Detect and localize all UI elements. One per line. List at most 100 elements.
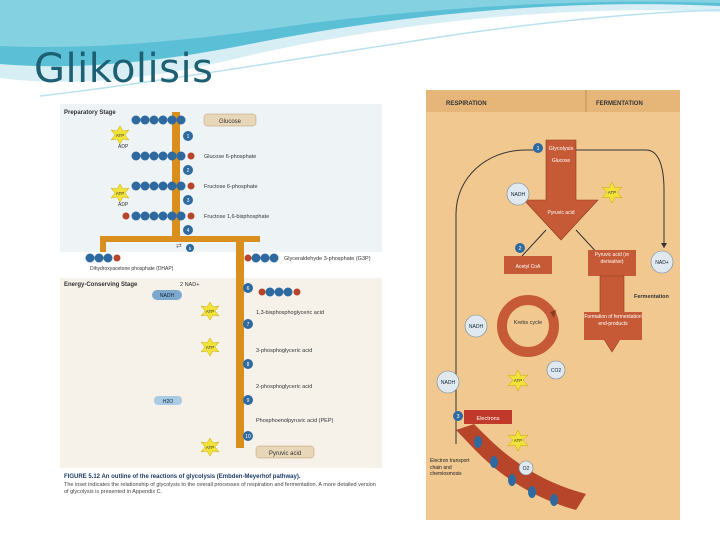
nadh-badge-bottom <box>436 370 460 394</box>
svg-text:1: 1 <box>536 146 539 152</box>
caption-heading: FIGURE 5.12 An outline of the reactions … <box>64 474 301 480</box>
svg-text:2: 2 <box>518 246 521 252</box>
atp-star-bottom: ATP <box>507 429 529 452</box>
energy-band <box>60 278 382 468</box>
svg-text:⇄: ⇄ <box>176 243 182 250</box>
atp-star-5: ATP <box>200 437 220 457</box>
etc-label: Electron transport chain and chemiosmosi… <box>430 458 470 477</box>
glucose-right-label: Glucose <box>552 158 571 164</box>
pyruvic-right-label: Pyruvic acid <box>548 210 575 216</box>
respiration-fermentation-figure: RESPIRATION FERMENTATION 1 2 3 Glycolysi… <box>426 90 680 520</box>
atp-star-2: ATP <box>110 183 130 203</box>
f6p-chain <box>131 181 195 191</box>
svg-text:ATP: ATP <box>514 438 522 443</box>
electrons-box <box>464 410 512 424</box>
pyruvic-derivative-box <box>588 250 636 276</box>
preparatory-band <box>60 104 382 252</box>
f6p-label: Fructose 6-phosphate <box>204 184 258 190</box>
split-arrow <box>100 236 260 252</box>
svg-text:9: 9 <box>247 398 250 404</box>
svg-text:NADH: NADH <box>441 380 456 386</box>
krebs-label: Krebs cycle <box>514 320 542 326</box>
o2-badge <box>518 460 534 476</box>
top-wave-3 <box>0 0 720 48</box>
step-2-marker <box>515 243 525 253</box>
adp-label-1: ADP <box>118 144 129 150</box>
co2-badge <box>546 360 566 380</box>
fbp-chain <box>122 211 195 221</box>
svg-text:7: 7 <box>247 322 250 328</box>
svg-text:ATP: ATP <box>206 445 214 450</box>
bpg-label: 1,3-bisphosphoglyceric acid <box>256 310 324 316</box>
svg-text:ATP: ATP <box>206 345 214 350</box>
fbp-label: Fructose 1,6-bisphosphate <box>204 214 269 220</box>
svg-text:ATP: ATP <box>116 133 124 138</box>
pyruvic-label: Pyruvic acid <box>269 451 301 457</box>
svg-text:10: 10 <box>245 434 251 440</box>
dhap-chain <box>85 253 121 263</box>
svg-text:2: 2 <box>187 168 190 174</box>
g3p-chain <box>244 253 279 263</box>
atp-star-top: ATP <box>601 181 623 204</box>
etc-proteins <box>474 436 558 506</box>
svg-text:ATP: ATP <box>608 190 616 195</box>
svg-text:H2O: H2O <box>163 399 173 405</box>
svg-text:ATP: ATP <box>116 191 124 196</box>
svg-text:3: 3 <box>187 198 190 204</box>
svg-text:NADH: NADH <box>469 324 484 330</box>
nadh-loop-right <box>574 149 665 248</box>
svg-text:3: 3 <box>456 414 459 420</box>
atp-star-middle: ATP <box>507 369 529 392</box>
svg-text:1: 1 <box>187 134 190 140</box>
main-pathway-arrow-top <box>172 112 180 236</box>
svg-text:NADH: NADH <box>511 192 526 198</box>
atp-star-3: ATP <box>200 301 220 321</box>
glucose-chain <box>131 115 186 125</box>
atp-star-4: ATP <box>200 337 220 357</box>
pep-label: Phosphoenolpyruvic acid (PEP) <box>256 418 334 424</box>
nadh-loop-left <box>455 149 542 444</box>
step-3-marker <box>453 411 463 421</box>
svg-text:Acetyl CoA: Acetyl CoA <box>516 264 541 270</box>
h2o-badge <box>154 396 182 405</box>
svg-text:NAD+: NAD+ <box>655 260 669 266</box>
svg-text:6: 6 <box>247 286 250 292</box>
glycolysis-label: Glycolysis <box>549 146 574 152</box>
svg-text:5: 5 <box>189 246 192 251</box>
pga2-label: 2-phosphoglyceric acid <box>256 384 312 390</box>
dhap-label: Dihydroxyacetone phosphate (DHAP) <box>90 266 174 272</box>
nadh-badge-top <box>506 182 530 206</box>
glycolysis-arrow <box>523 139 599 241</box>
g6p-label: Glucose 6-phosphate <box>204 154 256 160</box>
top-wave-line <box>39 9 720 97</box>
glucose-label: Glucose <box>219 119 242 125</box>
atp-star-1: ATP <box>110 125 130 145</box>
main-pathway-arrow-bottom <box>236 252 244 448</box>
glycolysis-pathway-figure: Preparatory Stage Energy-Conserving Stag… <box>60 102 382 522</box>
svg-text:ATP: ATP <box>206 309 214 314</box>
svg-text:4: 4 <box>187 228 190 234</box>
formation-box <box>584 312 642 340</box>
nad-plus-badge <box>650 250 674 274</box>
svg-text:NADH: NADH <box>160 293 175 299</box>
g6p-chain <box>131 151 195 161</box>
pga3-label: 3-phosphoglyceric acid <box>256 348 312 354</box>
fermentation-label: Fermentation <box>634 294 669 300</box>
svg-text:CO2: CO2 <box>551 368 562 374</box>
svg-text:Electrons: Electrons <box>477 416 500 422</box>
nad-label: 2 NAD+ <box>180 282 199 288</box>
fermentation-header: FERMENTATION <box>596 101 643 107</box>
svg-text:O2: O2 <box>523 466 530 472</box>
adp-label-2: ADP <box>118 202 129 208</box>
stage-energy-label: Energy-Conserving Stage <box>64 282 138 288</box>
respiration-header: RESPIRATION <box>446 101 487 107</box>
g3p-label: Glyceraldehyde 3-phosphate (G3P) <box>284 256 371 262</box>
svg-text:8: 8 <box>247 362 250 368</box>
krebs-cycle <box>497 295 559 357</box>
slide-title: Glikolisis <box>34 46 214 92</box>
acetyl-coa-box <box>504 256 552 274</box>
nadh-badge-1 <box>152 290 182 300</box>
step-1-marker <box>533 143 543 153</box>
stage-preparatory-label: Preparatory Stage <box>64 110 116 116</box>
